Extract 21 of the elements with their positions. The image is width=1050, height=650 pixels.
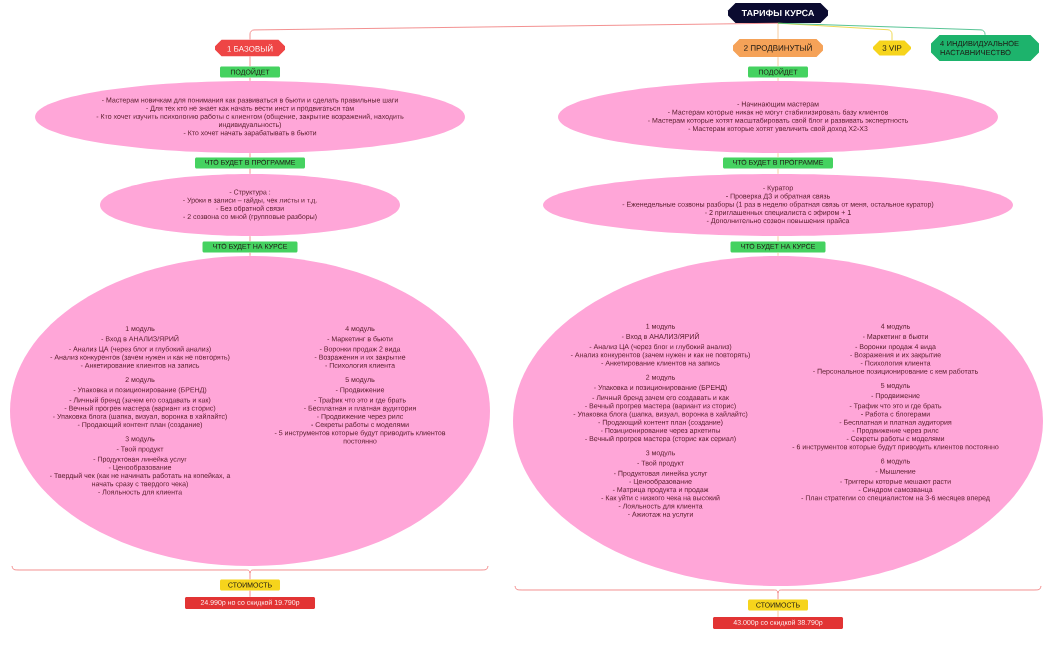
connector-line: [249, 252, 251, 257]
connector-line: [777, 235, 779, 242]
connector-line: [249, 152, 251, 158]
tariff-box: 1 БАЗОВЫЙ: [215, 39, 285, 57]
tariff-box: 2 ПРОДВИНУТЫЙ: [733, 39, 823, 57]
connector-line: [249, 22, 779, 41]
connector-line: [249, 77, 251, 82]
tariff-box: 3 VIP: [873, 40, 911, 56]
connector-line: [777, 252, 779, 257]
connector-line: [249, 168, 251, 175]
connector-line: [777, 610, 779, 618]
connector-line: [777, 56, 779, 67]
connector-line: [249, 235, 251, 242]
connector-line: [249, 590, 251, 598]
connector-line: [777, 22, 986, 36]
connector-line: [249, 55, 251, 67]
title-box: ТАРИФЫ КУРСА: [728, 3, 828, 23]
connector-line: [777, 22, 779, 40]
connector-line: [777, 152, 779, 158]
connector-line: [777, 77, 779, 82]
connector-line: [777, 168, 779, 175]
